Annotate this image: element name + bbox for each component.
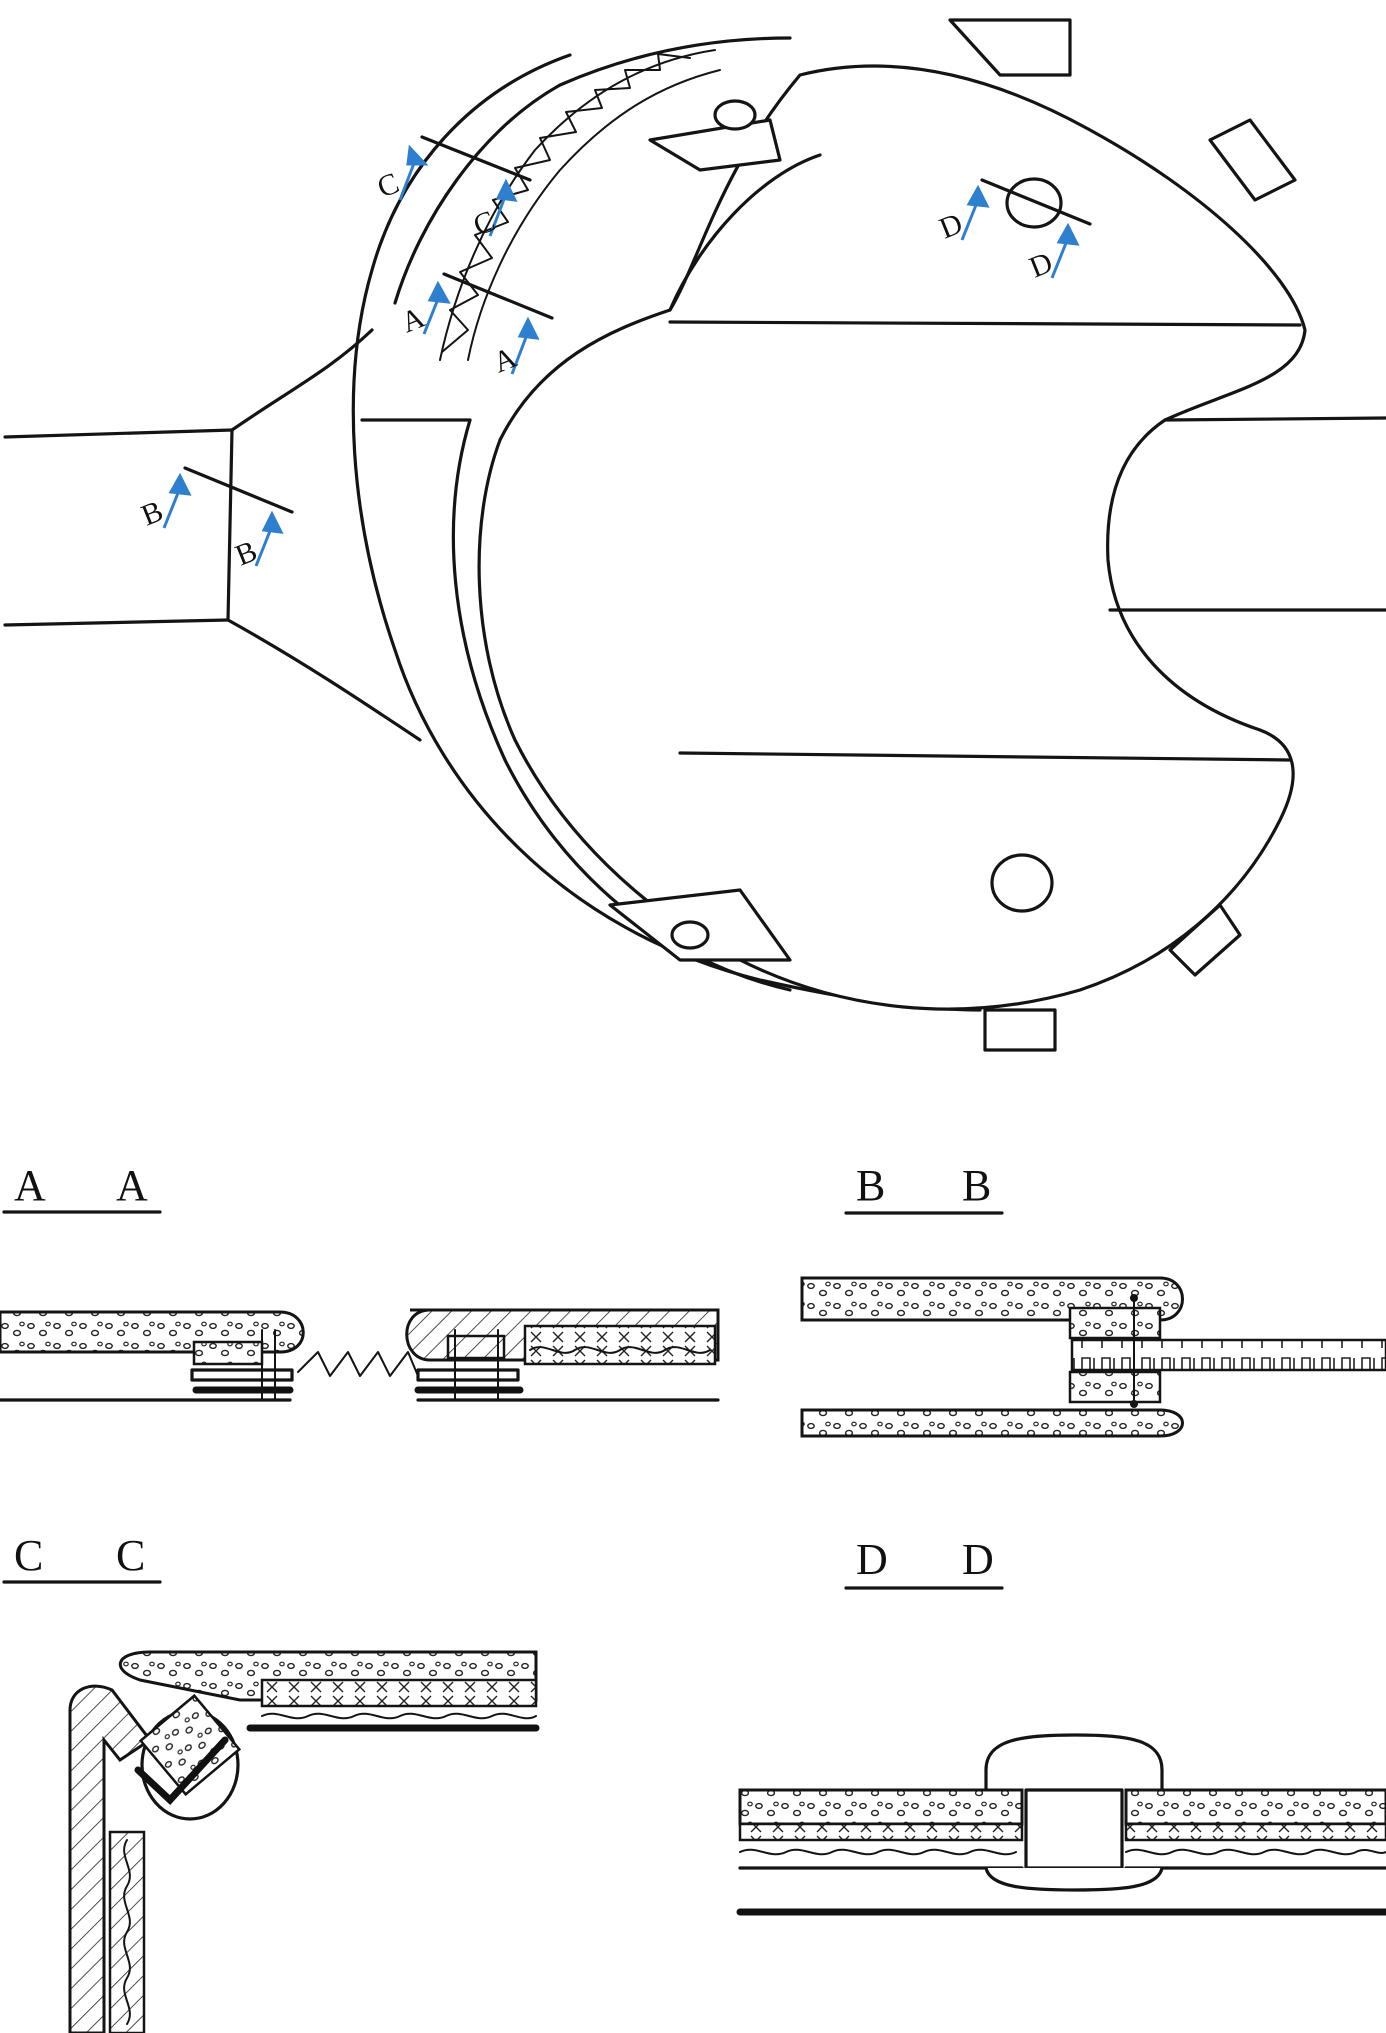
helmet-body [477,64,1307,1011]
section-dd: D D [736,1535,1386,1916]
arrow-a1 [422,280,451,335]
dd-right-insert [1124,1822,1386,1842]
cc-top-wave [261,1712,537,1720]
dd-rivet-shaft [1024,1788,1124,1870]
section-bb-left-label: B [856,1161,885,1210]
cc-corner-pad [138,1693,242,1797]
dd-left-foam [738,1788,1024,1826]
clip-bottom-right [1168,903,1242,977]
cut-label-b1: B [137,494,168,532]
bb-upper-pad [1068,1306,1162,1340]
aa-right-plate [416,1368,520,1382]
cc-left-wall [68,1684,153,2033]
arrow-c2 [488,178,518,237]
rivet-bottom [990,853,1054,913]
latch-bottom-pin [670,920,710,950]
band-line-bottom [678,751,1292,762]
cut-line-d [980,178,1092,226]
dd-left-wave [739,1848,1017,1856]
cut-line-c [420,135,532,182]
collar-top [230,328,374,432]
collar-face [226,428,234,622]
left-arm-bottom-edge [3,618,230,627]
cut-label-b2: B [231,534,262,572]
cut-label-a2: A [489,341,522,380]
section-cc-left-label: C [14,1531,43,1580]
rivet-top [1005,177,1063,229]
main-assembly [3,18,1386,1052]
dd-rivet-head [984,1733,1164,1790]
bb-pin-bottom [1130,1400,1138,1408]
arrow-b2 [254,510,284,567]
band-line-top [668,320,1302,327]
latch-top-pin [713,99,757,131]
section-aa: A A [0,1161,720,1402]
clip-top-right [1208,118,1297,202]
arrow-d1 [960,184,990,241]
section-dd-right-label: D [962,1535,994,1584]
spring-band-inner [467,69,721,361]
left-arm-top-edge [3,428,234,439]
cc-left-wave [123,1839,131,2025]
aa-right-insert [523,1324,717,1366]
arrow-a2 [510,316,540,375]
bb-strap [1070,1338,1386,1372]
cut-label-c1: C [373,166,404,204]
collar-bottom [226,618,422,742]
arrow-c1 [398,144,429,201]
section-bb-right-label: B [962,1161,991,1210]
clip-top [948,18,1072,77]
aa-spring [297,1351,419,1377]
cc-top-insert [260,1678,538,1708]
dd-rivet-tail [984,1867,1164,1892]
spring-band-outer [439,49,716,361]
dd-right-foam [1124,1788,1386,1826]
clip-bottom [983,1008,1057,1052]
cc-corner-clip [134,1736,229,1805]
bb-pin-top [1130,1294,1138,1302]
outer-ring-upper [393,36,792,305]
aa-left-pad [192,1340,264,1366]
cut-line-a [442,272,554,320]
section-cc: C C [2,1531,540,2033]
bb-bottom-foam [800,1408,1184,1438]
section-dd-left-label: D [856,1535,888,1584]
section-aa-left-label: A [14,1161,46,1210]
section-aa-right-label: A [116,1161,148,1210]
aa-left-plate [190,1368,294,1382]
section-bb: B B [800,1161,1386,1438]
section-cc-right-label: C [116,1531,145,1580]
helmet-ridge [668,153,822,312]
right-arm-top-edge [1163,416,1386,422]
latch-top [648,118,782,172]
aa-right-pad [446,1334,506,1360]
dd-left-insert [738,1822,1024,1842]
arrow-b1 [162,472,192,529]
dd-right-wave [1125,1848,1386,1856]
arrow-d2 [1050,222,1080,279]
cut-line-b [183,466,294,514]
bb-lower-pad [1068,1370,1162,1404]
aa-right-wave [529,1346,711,1354]
spring-zigzag [441,53,691,353]
